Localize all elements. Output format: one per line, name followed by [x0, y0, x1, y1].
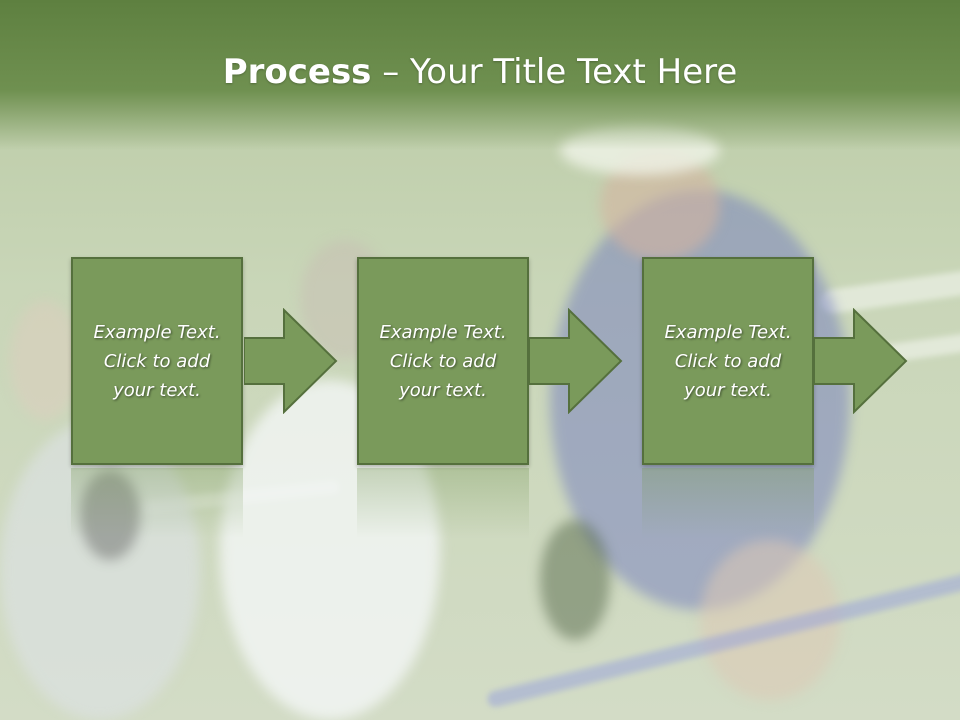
step-1-line-1: Example Text. [93, 321, 221, 343]
slide-title[interactable]: Process – Your Title Text Here [0, 52, 960, 92]
step-2-line-2: Click to add [389, 350, 497, 372]
title-bold: Process [222, 52, 372, 92]
step-box-2[interactable]: Example Text. Click to add your text. [357, 257, 529, 465]
step-3-line-3: your text. [684, 379, 772, 401]
step-1-reflection [71, 468, 243, 538]
step-box-1[interactable]: Example Text. Click to add your text. [71, 257, 243, 465]
step-3-reflection [642, 468, 814, 538]
step-2-line-1: Example Text. [379, 321, 507, 343]
step-1-line-3: your text. [113, 379, 201, 401]
right-arrow-icon [814, 308, 908, 414]
step-2-text[interactable]: Example Text. Click to add your text. [371, 318, 514, 405]
title-bar [0, 0, 960, 150]
right-arrow-icon [529, 308, 623, 414]
right-arrow-icon [244, 308, 338, 414]
step-3-line-2: Click to add [674, 350, 782, 372]
step-1-text[interactable]: Example Text. Click to add your text. [85, 318, 228, 405]
step-2-reflection [357, 468, 529, 538]
step-3-text[interactable]: Example Text. Click to add your text. [656, 318, 799, 405]
step-2-line-3: your text. [399, 379, 487, 401]
step-3-line-1: Example Text. [664, 321, 792, 343]
step-box-3[interactable]: Example Text. Click to add your text. [642, 257, 814, 465]
title-rest: – Your Title Text Here [371, 52, 738, 92]
step-1-line-2: Click to add [103, 350, 211, 372]
